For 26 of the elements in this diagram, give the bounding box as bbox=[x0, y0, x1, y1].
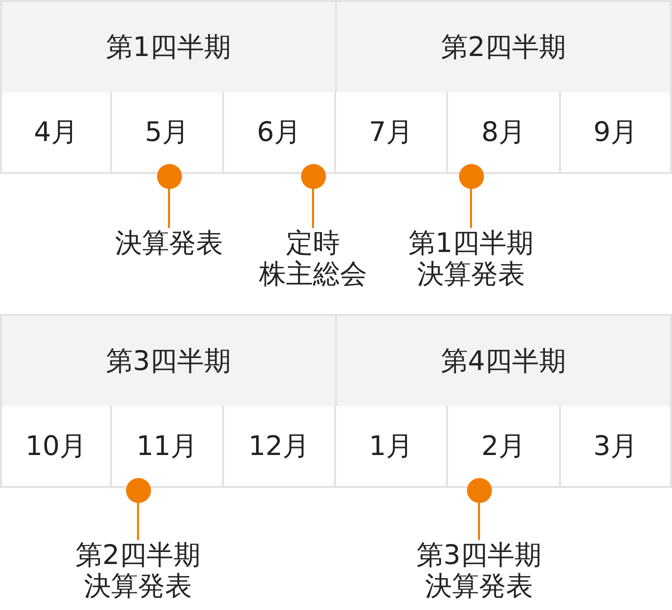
month-cell: 6月 bbox=[224, 92, 336, 174]
month-cell: 7月 bbox=[336, 92, 448, 174]
month-cell: 5月 bbox=[112, 92, 224, 174]
leader-line bbox=[168, 188, 170, 228]
quarter-header: 第4四半期 bbox=[337, 314, 672, 406]
quarter-header: 第1四半期 bbox=[0, 0, 337, 92]
leader-line bbox=[478, 502, 480, 540]
leader-line bbox=[470, 188, 472, 228]
quarter-header: 第3四半期 bbox=[0, 314, 337, 406]
event-caption: 第3四半期決算発表 bbox=[416, 540, 542, 602]
month-cell: 1月 bbox=[336, 406, 448, 488]
event-caption: 第1四半期決算発表 bbox=[408, 228, 534, 290]
month-cell: 9月 bbox=[561, 92, 672, 174]
month-cell: 10月 bbox=[0, 406, 112, 488]
month-cell: 12月 bbox=[224, 406, 336, 488]
month-cell: 4月 bbox=[0, 92, 112, 174]
month-cell: 8月 bbox=[448, 92, 561, 174]
leader-line bbox=[137, 502, 139, 540]
month-cell: 2月 bbox=[448, 406, 561, 488]
month-cell: 11月 bbox=[112, 406, 224, 488]
leader-line bbox=[312, 188, 314, 228]
quarter-header: 第2四半期 bbox=[337, 0, 672, 92]
month-cell: 3月 bbox=[561, 406, 672, 488]
event-caption: 第2四半期決算発表 bbox=[75, 540, 201, 602]
event-caption: 決算発表 bbox=[115, 228, 223, 259]
event-caption: 定時株主総会 bbox=[259, 228, 367, 290]
